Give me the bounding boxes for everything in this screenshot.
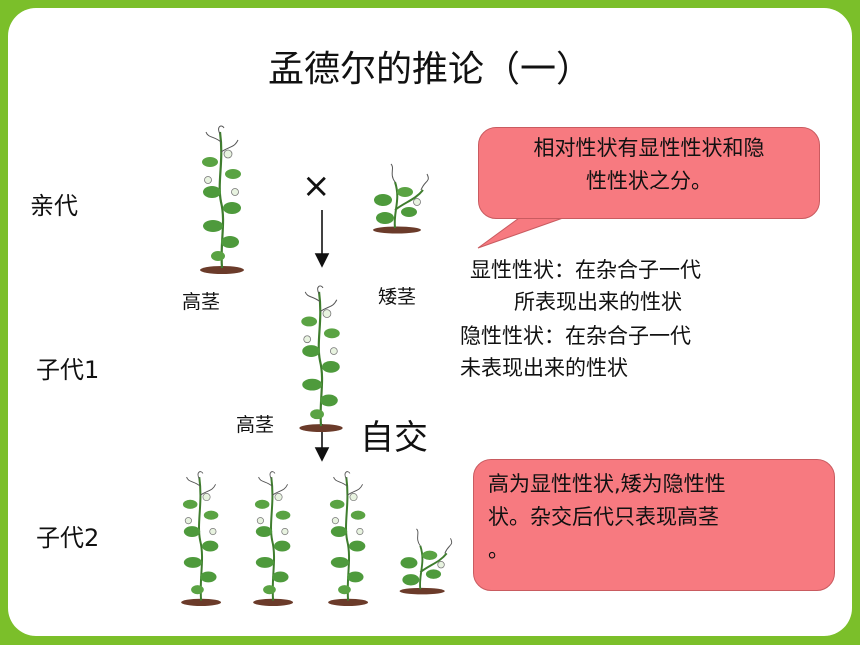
definition-dominant-line2: 所表现出来的性状 xyxy=(514,290,682,314)
callout-relative-traits: 相对性状有显性性状和隐 性性状之分。 xyxy=(478,127,820,219)
tall-pea-plant-f1 xyxy=(298,284,344,434)
definition-dominant-line1: 显性性状：在杂合子一代 xyxy=(470,258,701,282)
callout-top-line1: 相对性状有显性性状和隐 xyxy=(533,136,765,160)
short-pea-plant-parent xyxy=(372,163,430,235)
tall-pea-plant-f2-3 xyxy=(327,470,370,607)
label-tall-parent: 高茎 xyxy=(182,291,221,313)
callout-conclusion: 高为显性性状,矮为隐性性 状。杂交后代只表现高茎 。 xyxy=(473,459,835,591)
tall-pea-plant-f2-1 xyxy=(180,470,223,607)
label-f1-generation: 子代1 xyxy=(36,356,100,384)
tall-pea-plant-parent xyxy=(198,124,246,276)
slide-title: 孟德尔的推论（一） xyxy=(267,49,592,90)
callout-bottom-line2: 状。杂交后代只表现高茎 xyxy=(488,505,719,529)
label-tall-f1: 高茎 xyxy=(236,414,275,436)
callout-bottom-line3: 。 xyxy=(488,538,509,562)
cross-symbol: × xyxy=(302,166,331,206)
down-arrow-1 xyxy=(314,210,330,268)
label-short-parent: 矮茎 xyxy=(378,286,417,308)
short-pea-plant-f2 xyxy=(398,527,453,596)
callout-bottom-line1: 高为显性性状,矮为隐性性 xyxy=(488,472,726,496)
definition-recessive-line1: 隐性性状：在杂合子一代 xyxy=(460,324,691,348)
definition-recessive-line2: 未表现出来的性状 xyxy=(460,356,628,380)
callout-top-line2: 性性状之分。 xyxy=(586,169,712,193)
label-parent-generation: 亲代 xyxy=(30,192,78,220)
tall-pea-plant-f2-2 xyxy=(252,470,295,607)
label-f2-generation: 子代2 xyxy=(36,524,100,552)
label-selfing: 自交 xyxy=(360,418,428,458)
